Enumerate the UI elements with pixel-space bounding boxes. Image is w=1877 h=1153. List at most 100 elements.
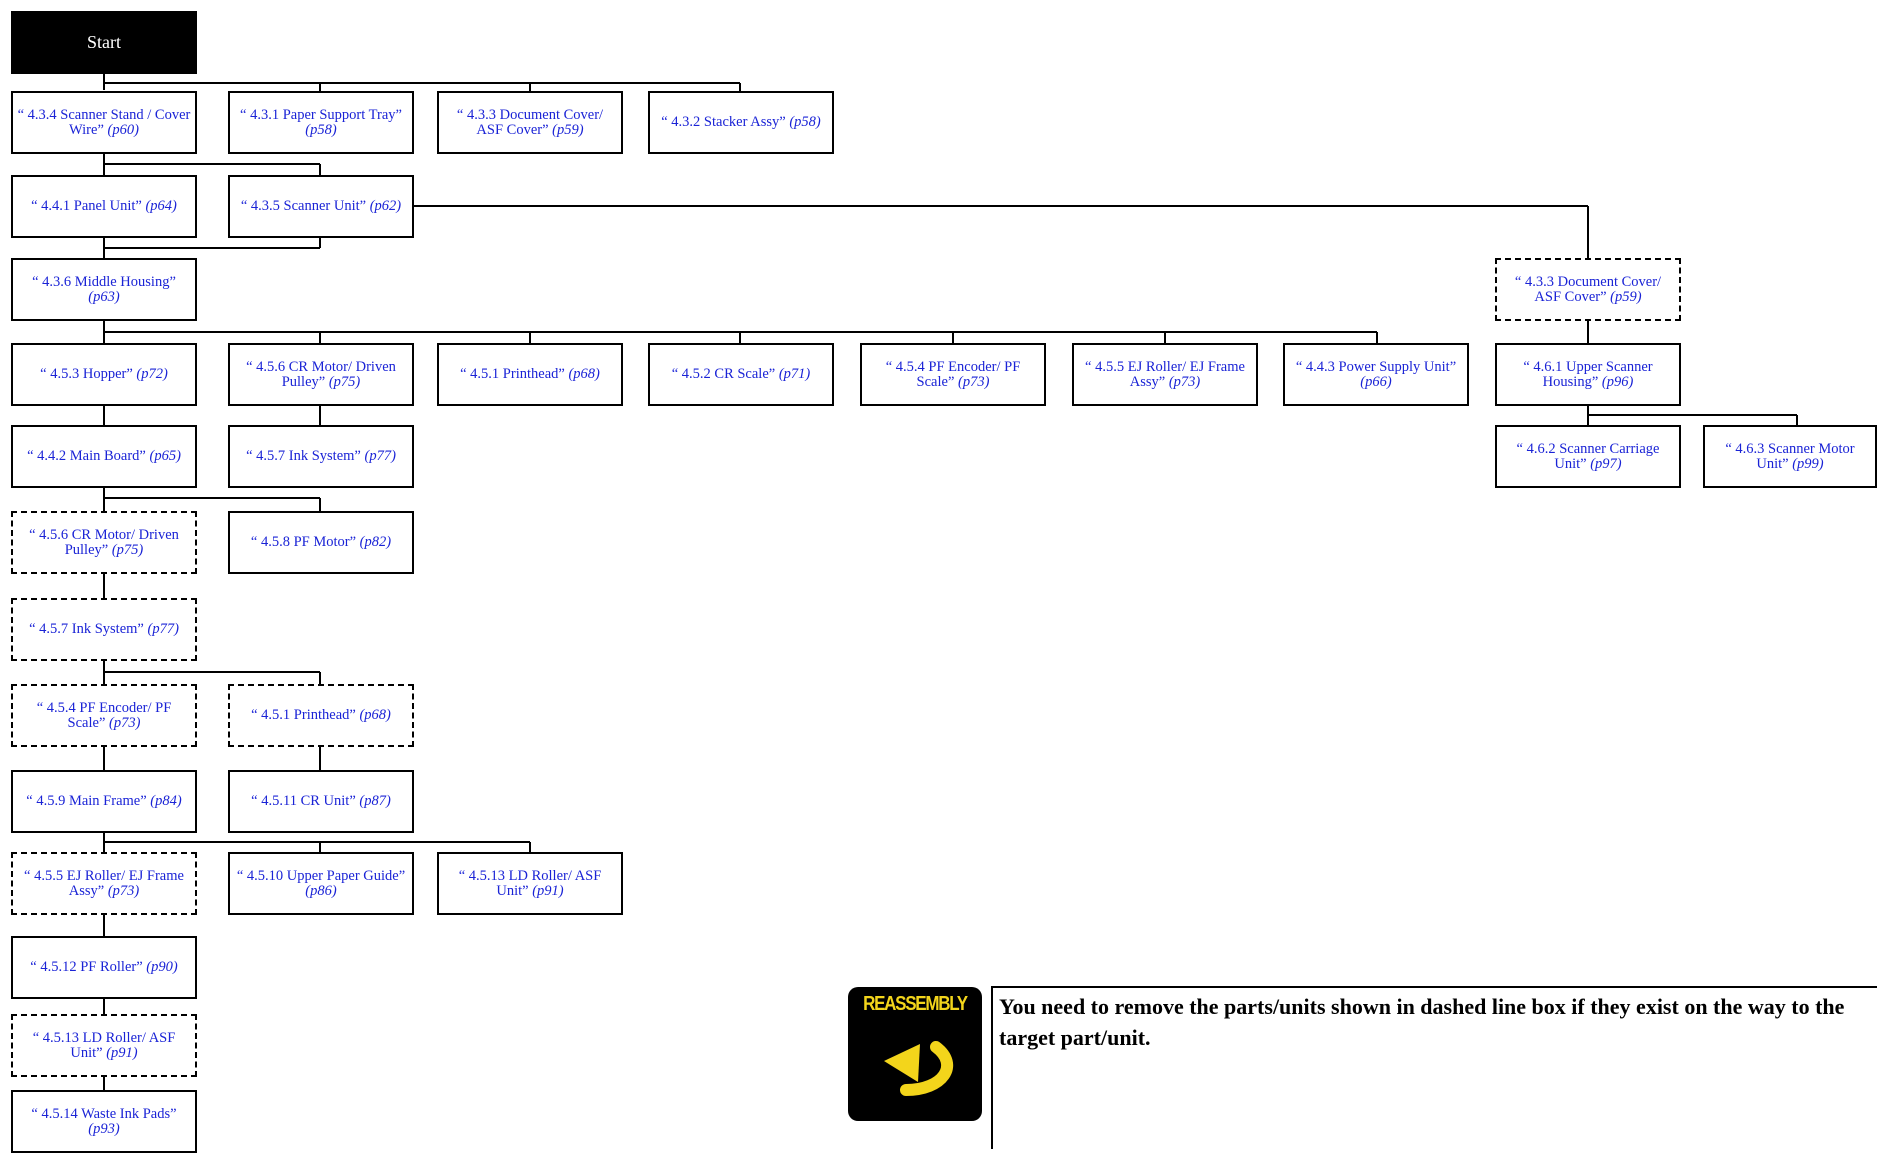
diagram-node-n03[interactable]: “ 4.3.3 Document Cover/ ASF Cover” (p59) [437, 91, 623, 154]
node-page-ref: (p93) [88, 1120, 120, 1137]
diagram-node-n20[interactable]: “ 4.6.3 Scanner Motor Unit” (p99) [1703, 425, 1877, 488]
node-page-ref: (p60) [107, 121, 139, 138]
diagram-node-n09[interactable]: “ 4.5.3 Hopper” (p72) [11, 343, 197, 406]
node-page-ref: (p97) [1590, 455, 1622, 472]
node-page-ref: (p84) [150, 793, 182, 809]
node-title: “ 4.5.2 CR Scale” [671, 366, 776, 382]
diagram-node-n16[interactable]: “ 4.6.1 Upper Scanner Housing” (p96) [1495, 343, 1681, 406]
diagram-node-n17[interactable]: “ 4.4.2 Main Board” (p65) [11, 425, 197, 488]
diagram-node-n26[interactable]: “ 4.5.9 Main Frame” (p84) [11, 770, 197, 833]
node-page-ref: (p62) [369, 198, 402, 214]
node-page-ref: (p58) [789, 114, 821, 130]
node-title: “ 4.3.3 Document Cover/ ASF Cover” [1514, 273, 1662, 305]
node-title: “ 4.5.1 Printhead” [460, 366, 565, 382]
dashed-box-note: You need to remove the parts/units shown… [991, 986, 1877, 1149]
node-page-ref: (p65) [149, 448, 181, 464]
node-title: “ 4.5.9 Main Frame” [26, 793, 147, 809]
node-title: “ 4.5.4 PF Encoder/ PF Scale” [36, 699, 172, 731]
node-title: “ 4.5.5 EJ Roller/ EJ Frame Assy” [24, 867, 184, 899]
node-title: “ 4.5.6 CR Motor/ Driven Pulley” [246, 358, 396, 390]
node-page-ref: (p72) [136, 366, 168, 382]
node-page-ref: (p73) [1168, 373, 1201, 390]
node-title: “ 4.3.3 Document Cover/ ASF Cover” [456, 106, 604, 138]
node-page-ref: (p66) [1360, 373, 1392, 390]
node-title: “ 4.3.4 Scanner Stand / Cover Wire” [17, 106, 191, 138]
diagram-node-n11[interactable]: “ 4.5.1 Printhead” (p68) [437, 343, 623, 406]
diagram-node-n04[interactable]: “ 4.3.2 Stacker Assy” (p58) [648, 91, 834, 154]
diagram-node-n30[interactable]: “ 4.5.13 LD Roller/ ASF Unit” (p91) [437, 852, 623, 915]
diagram-node-n32[interactable]: “ 4.5.13 LD Roller/ ASF Unit” (p91) [11, 1014, 197, 1077]
node-page-ref: (p87) [359, 793, 391, 809]
diagram-node-n10[interactable]: “ 4.5.6 CR Motor/ Driven Pulley” (p75) [228, 343, 414, 406]
node-title: “ 4.5.4 PF Encoder/ PF Scale” [885, 358, 1021, 390]
diagram-node-n19[interactable]: “ 4.6.2 Scanner Carriage Unit” (p97) [1495, 425, 1681, 488]
node-title: “ 4.4.2 Main Board” [27, 448, 146, 464]
diagram-node-n13[interactable]: “ 4.5.4 PF Encoder/ PF Scale” (p73) [860, 343, 1046, 406]
node-page-ref: (p73) [958, 373, 990, 390]
node-title: “ 4.5.13 LD Roller/ ASF Unit” [32, 1029, 176, 1061]
node-page-ref: (p77) [364, 448, 396, 464]
diagram-node-n25[interactable]: “ 4.5.1 Printhead” (p68) [228, 684, 414, 747]
node-title: “ 4.6.1 Upper Scanner Housing” [1523, 358, 1653, 390]
diagram-node-n29[interactable]: “ 4.5.10 Upper Paper Guide” (p86) [228, 852, 414, 915]
node-page-ref: (p58) [305, 121, 337, 138]
node-page-ref: (p59) [1610, 288, 1642, 305]
node-title: “ 4.3.5 Scanner Unit” [240, 198, 367, 214]
diagram-node-n24[interactable]: “ 4.5.4 PF Encoder/ PF Scale” (p73) [11, 684, 197, 747]
node-title: “ 4.5.6 CR Motor/ Driven Pulley” [29, 526, 179, 558]
node-title: “ 4.5.7 Ink System” [246, 448, 361, 464]
diagram-node-n18[interactable]: “ 4.5.7 Ink System” (p77) [228, 425, 414, 488]
diagram-node-n05[interactable]: “ 4.4.1 Panel Unit” (p64) [11, 175, 197, 238]
diagram-node-n14[interactable]: “ 4.5.5 EJ Roller/ EJ Frame Assy” (p73) [1072, 343, 1258, 406]
diagram-node-n06[interactable]: “ 4.3.5 Scanner Unit” (p62) [228, 175, 414, 238]
node-page-ref: (p73) [107, 882, 140, 899]
node-page-ref: (p75) [328, 373, 361, 390]
diagram-node-n28[interactable]: “ 4.5.5 EJ Roller/ EJ Frame Assy” (p73) [11, 852, 197, 915]
reassembly-icon: REASSEMBLY [848, 987, 982, 1121]
node-title: “ 4.5.3 Hopper” [40, 366, 133, 382]
node-page-ref: (p63) [88, 288, 120, 305]
node-title: “ 4.5.12 PF Roller” [30, 959, 143, 975]
node-page-ref: (p96) [1601, 373, 1634, 390]
diagram-node-n33[interactable]: “ 4.5.14 Waste Ink Pads” (p93) [11, 1090, 197, 1153]
node-page-ref: (p68) [359, 707, 391, 723]
node-page-ref: (p64) [145, 198, 177, 214]
diagram-node-n27[interactable]: “ 4.5.11 CR Unit” (p87) [228, 770, 414, 833]
node-title: “ 4.5.1 Printhead” [251, 707, 356, 723]
node-title: “ 4.5.5 EJ Roller/ EJ Frame Assy” [1085, 358, 1245, 390]
diagram-node-n02[interactable]: “ 4.3.1 Paper Support Tray” (p58) [228, 91, 414, 154]
diagram-node-n23[interactable]: “ 4.5.7 Ink System” (p77) [11, 598, 197, 661]
diagram-node-n31[interactable]: “ 4.5.12 PF Roller” (p90) [11, 936, 197, 999]
diagram-node-n21[interactable]: “ 4.5.6 CR Motor/ Driven Pulley” (p75) [11, 511, 197, 574]
node-title: “ 4.5.8 PF Motor” [250, 534, 357, 550]
node-page-ref: (p75) [111, 541, 144, 558]
diagram-node-n15[interactable]: “ 4.4.3 Power Supply Unit” (p66) [1283, 343, 1469, 406]
diagram-node-n22[interactable]: “ 4.5.8 PF Motor” (p82) [228, 511, 414, 574]
node-title: “ 4.6.2 Scanner Carriage Unit” [1516, 440, 1660, 472]
node-page-ref: (p71) [778, 366, 811, 382]
node-title: “ 4.6.3 Scanner Motor Unit” [1725, 440, 1855, 472]
node-page-ref: (p91) [106, 1044, 138, 1061]
node-title: “ 4.5.13 LD Roller/ ASF Unit” [458, 867, 602, 899]
node-page-ref: (p68) [568, 366, 600, 382]
node-page-ref: (p73) [109, 714, 141, 731]
start-node[interactable]: Start [11, 11, 197, 74]
diagram-node-n08[interactable]: “ 4.3.3 Document Cover/ ASF Cover” (p59) [1495, 258, 1681, 321]
node-page-ref: (p91) [532, 882, 564, 899]
reassembly-icon-label: REASSEMBLY [863, 993, 968, 1015]
node-title: “ 4.3.1 Paper Support Tray” [240, 106, 402, 123]
node-title: “ 4.5.10 Upper Paper Guide” [236, 867, 406, 884]
diagram-node-n07[interactable]: “ 4.3.6 Middle Housing” (p63) [11, 258, 197, 321]
diagram-node-n01[interactable]: “ 4.3.4 Scanner Stand / Cover Wire” (p60… [11, 91, 197, 154]
node-title: “ 4.3.2 Stacker Assy” [661, 114, 786, 130]
node-title: “ 4.5.11 CR Unit” [251, 793, 356, 809]
node-page-ref: (p90) [146, 959, 178, 975]
node-page-ref: (p99) [1792, 455, 1824, 472]
node-page-ref: (p82) [359, 534, 392, 550]
node-page-ref: (p86) [305, 882, 337, 899]
node-title: “ 4.5.7 Ink System” [29, 621, 144, 637]
node-title: “ 4.5.14 Waste Ink Pads” [31, 1105, 177, 1122]
diagram-node-n12[interactable]: “ 4.5.2 CR Scale” (p71) [648, 343, 834, 406]
node-page-ref: (p59) [552, 121, 584, 138]
